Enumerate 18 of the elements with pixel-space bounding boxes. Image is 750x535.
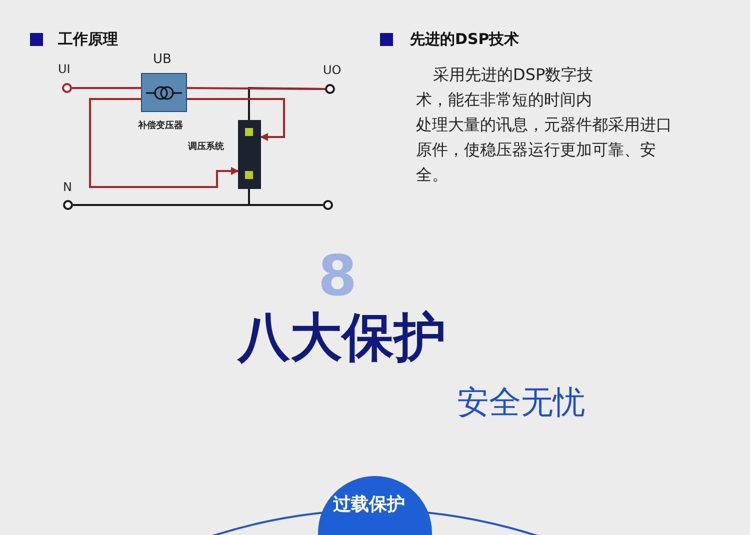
arrow (187, 98, 285, 141)
large-numeral: 8 (318, 248, 357, 306)
wire (72, 87, 141, 89)
component-caption: 调压系统 (188, 140, 224, 153)
wire (73, 204, 323, 206)
banner-heading: 八大保护 (238, 307, 446, 370)
wire (187, 87, 325, 90)
section-heading: 工作原理 (58, 30, 118, 49)
component-caption: 补偿变压器 (138, 119, 183, 132)
arrow (89, 98, 239, 188)
section-heading: 先进的DSP技术 (410, 30, 520, 49)
banner-subheading: 安全无忧 (457, 382, 585, 423)
terminal-label: UO (323, 63, 342, 77)
circle-heading: 过载保护 (333, 493, 405, 516)
component-label: UB (153, 52, 172, 67)
terminal-label: UI (58, 62, 70, 76)
terminal-label: N (63, 180, 72, 194)
paragraph: 采用先进的DSP数字技术，能在非常短的时间内处理大量的讯息，元器件都采用进口原件，使稳压器运行更加可靠、安全。 (416, 64, 672, 186)
